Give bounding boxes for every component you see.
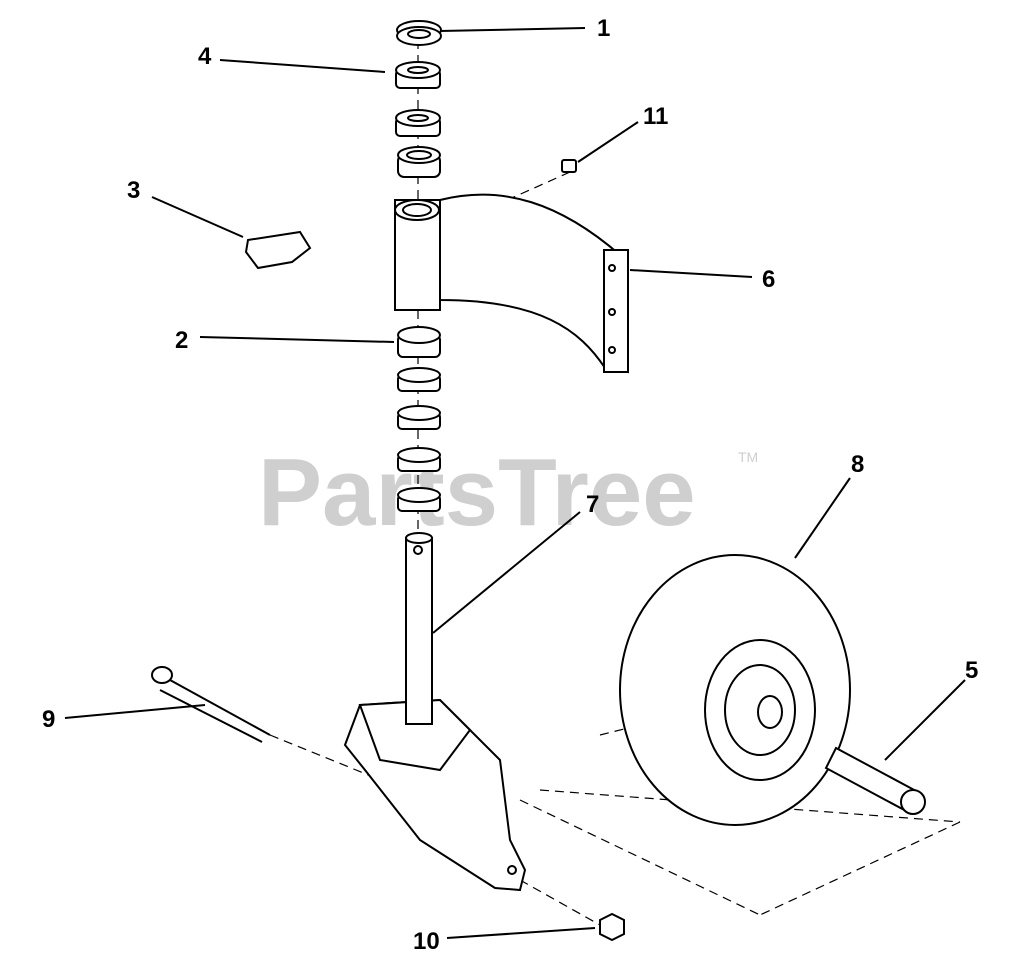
callout-4: 4 (198, 43, 212, 70)
part-7-caster-yoke (343, 532, 527, 892)
part-10-hex-nut (599, 912, 625, 942)
part-1-washer (396, 20, 442, 46)
callout-1: 1 (597, 15, 610, 42)
watermark-trademark: TM (738, 449, 758, 465)
callout-5: 5 (965, 657, 978, 684)
callout-11: 11 (643, 103, 668, 130)
part-11-grease-fitting (561, 159, 577, 173)
callout-10: 10 (413, 928, 440, 955)
part-6-caster-bracket (394, 193, 629, 374)
part-3-clip (244, 230, 312, 270)
callout-9: 9 (42, 706, 55, 733)
part-8-wheel-tire (619, 554, 851, 826)
leader-lines (64, 27, 966, 939)
callout-labels: 1 2 3 4 5 6 7 8 9 10 11 (42, 15, 978, 955)
callout-7: 7 (586, 491, 599, 518)
callout-2: 2 (175, 327, 188, 354)
part-9-axle-bolt (151, 666, 271, 743)
watermark-text: PartsTree (258, 439, 696, 546)
callout-8: 8 (851, 451, 864, 478)
part-4-spacer-washers (395, 61, 441, 178)
callout-6: 6 (762, 266, 775, 293)
part-5-spacer-tube (824, 746, 926, 815)
callout-3: 3 (127, 177, 140, 204)
part-2-bushing-stack (397, 326, 441, 512)
